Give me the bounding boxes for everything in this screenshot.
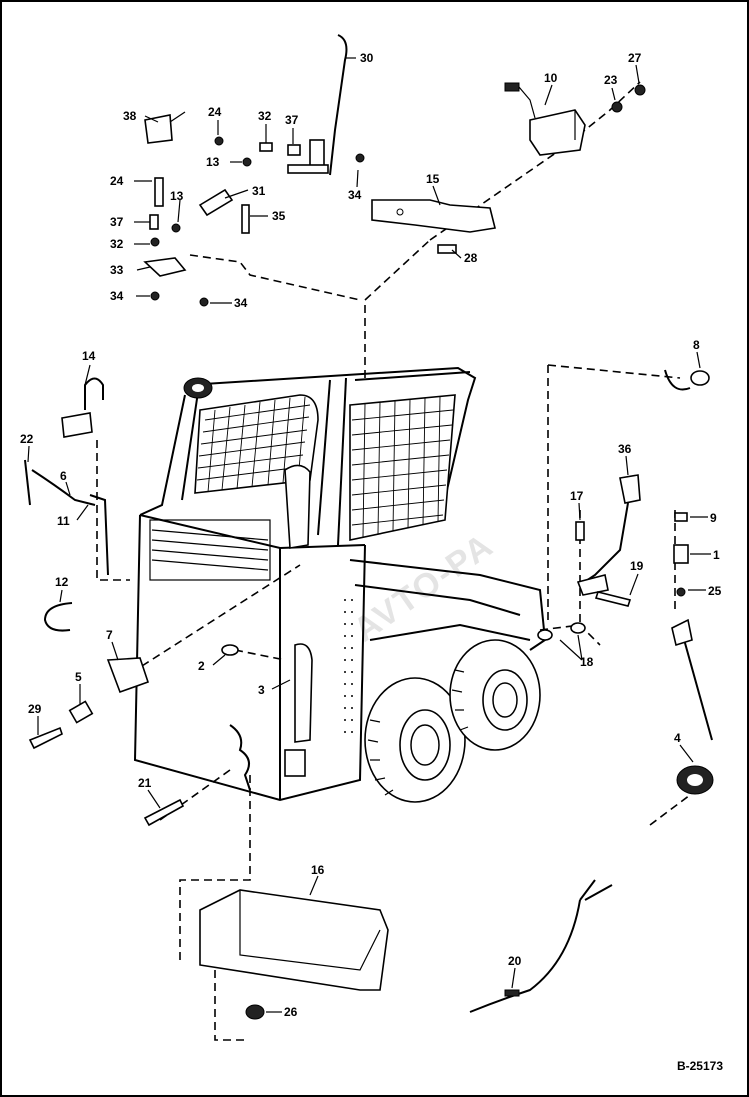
callout-13-left: 13 <box>170 189 184 203</box>
callout-24-top: 24 <box>208 105 222 119</box>
callout-20: 20 <box>508 954 522 968</box>
callout-34-right: 34 <box>234 296 248 310</box>
callout-13-top: 13 <box>206 155 220 169</box>
part-12-clip <box>43 602 73 632</box>
part-16-guard <box>199 889 389 991</box>
callout-18: 18 <box>580 655 594 669</box>
callout-14: 14 <box>82 349 96 363</box>
callout-3: 3 <box>258 683 265 697</box>
part-4-cable <box>671 618 714 795</box>
part-36-pedal <box>576 474 641 596</box>
callout-29: 29 <box>28 702 42 716</box>
callout-23: 23 <box>604 73 618 87</box>
callout-26: 26 <box>284 1005 298 1019</box>
callout-17: 17 <box>570 489 584 503</box>
callout-33: 33 <box>110 263 124 277</box>
part-2-grommet <box>221 644 239 656</box>
part-10-bracket <box>504 82 586 156</box>
part-8-cable <box>664 369 710 391</box>
part-30-lever <box>287 34 348 176</box>
callout-28: 28 <box>464 251 478 265</box>
callout-37-left: 37 <box>110 215 124 229</box>
callout-36: 36 <box>618 442 632 456</box>
callout-labels: 30 10 23 27 15 28 38 24 32 37 13 24 31 1… <box>20 51 722 1019</box>
part-17-19-18-hardware <box>537 521 632 641</box>
skid-steer-loader <box>133 366 547 803</box>
part-38-switch <box>144 111 186 144</box>
callout-21: 21 <box>138 776 152 790</box>
figure-id: B-25173 <box>676 1059 723 1073</box>
callout-12: 12 <box>55 575 69 589</box>
small-hardware <box>149 84 646 307</box>
callout-31: 31 <box>252 184 266 198</box>
assembly-leader-lines <box>96 81 691 1041</box>
callout-9: 9 <box>710 511 717 525</box>
callout-1: 1 <box>713 548 720 562</box>
part-22-6-11-hose <box>24 459 109 576</box>
callout-37-top: 37 <box>285 113 299 127</box>
callout-38: 38 <box>123 109 137 123</box>
part-31-pin <box>198 188 234 217</box>
callout-24-left: 24 <box>110 174 124 188</box>
callout-16: 16 <box>311 863 325 877</box>
callout-27: 27 <box>628 51 642 65</box>
callout-34-left: 34 <box>110 289 124 303</box>
callout-2: 2 <box>198 659 205 673</box>
callout-15: 15 <box>426 172 440 186</box>
callout-30: 30 <box>360 51 374 65</box>
callout-6: 6 <box>60 469 67 483</box>
callout-7: 7 <box>106 628 113 642</box>
callout-25: 25 <box>708 584 722 598</box>
callout-32-top: 32 <box>258 109 272 123</box>
callout-8: 8 <box>693 338 700 352</box>
part-15-plate <box>371 199 496 233</box>
callout-5: 5 <box>75 670 82 684</box>
part-14-hook <box>61 377 104 438</box>
part-29-bolt <box>28 726 63 750</box>
part-5-spacer <box>68 700 94 724</box>
part-33-mount <box>143 257 187 277</box>
callout-32-left: 32 <box>110 237 124 251</box>
callout-leaders <box>27 57 711 1013</box>
callout-34-top: 34 <box>348 188 362 202</box>
callout-11: 11 <box>57 514 70 528</box>
part-7-block <box>106 657 150 694</box>
callout-10: 10 <box>544 71 558 85</box>
part-9-1-25-fitting <box>673 512 689 597</box>
callout-22: 22 <box>20 432 34 446</box>
part-26-nut <box>245 1004 265 1020</box>
part-20-harness <box>469 879 613 1013</box>
callout-4: 4 <box>674 731 681 745</box>
callout-19: 19 <box>630 559 644 573</box>
callout-35: 35 <box>272 209 286 223</box>
part-21-bolt <box>143 798 185 827</box>
